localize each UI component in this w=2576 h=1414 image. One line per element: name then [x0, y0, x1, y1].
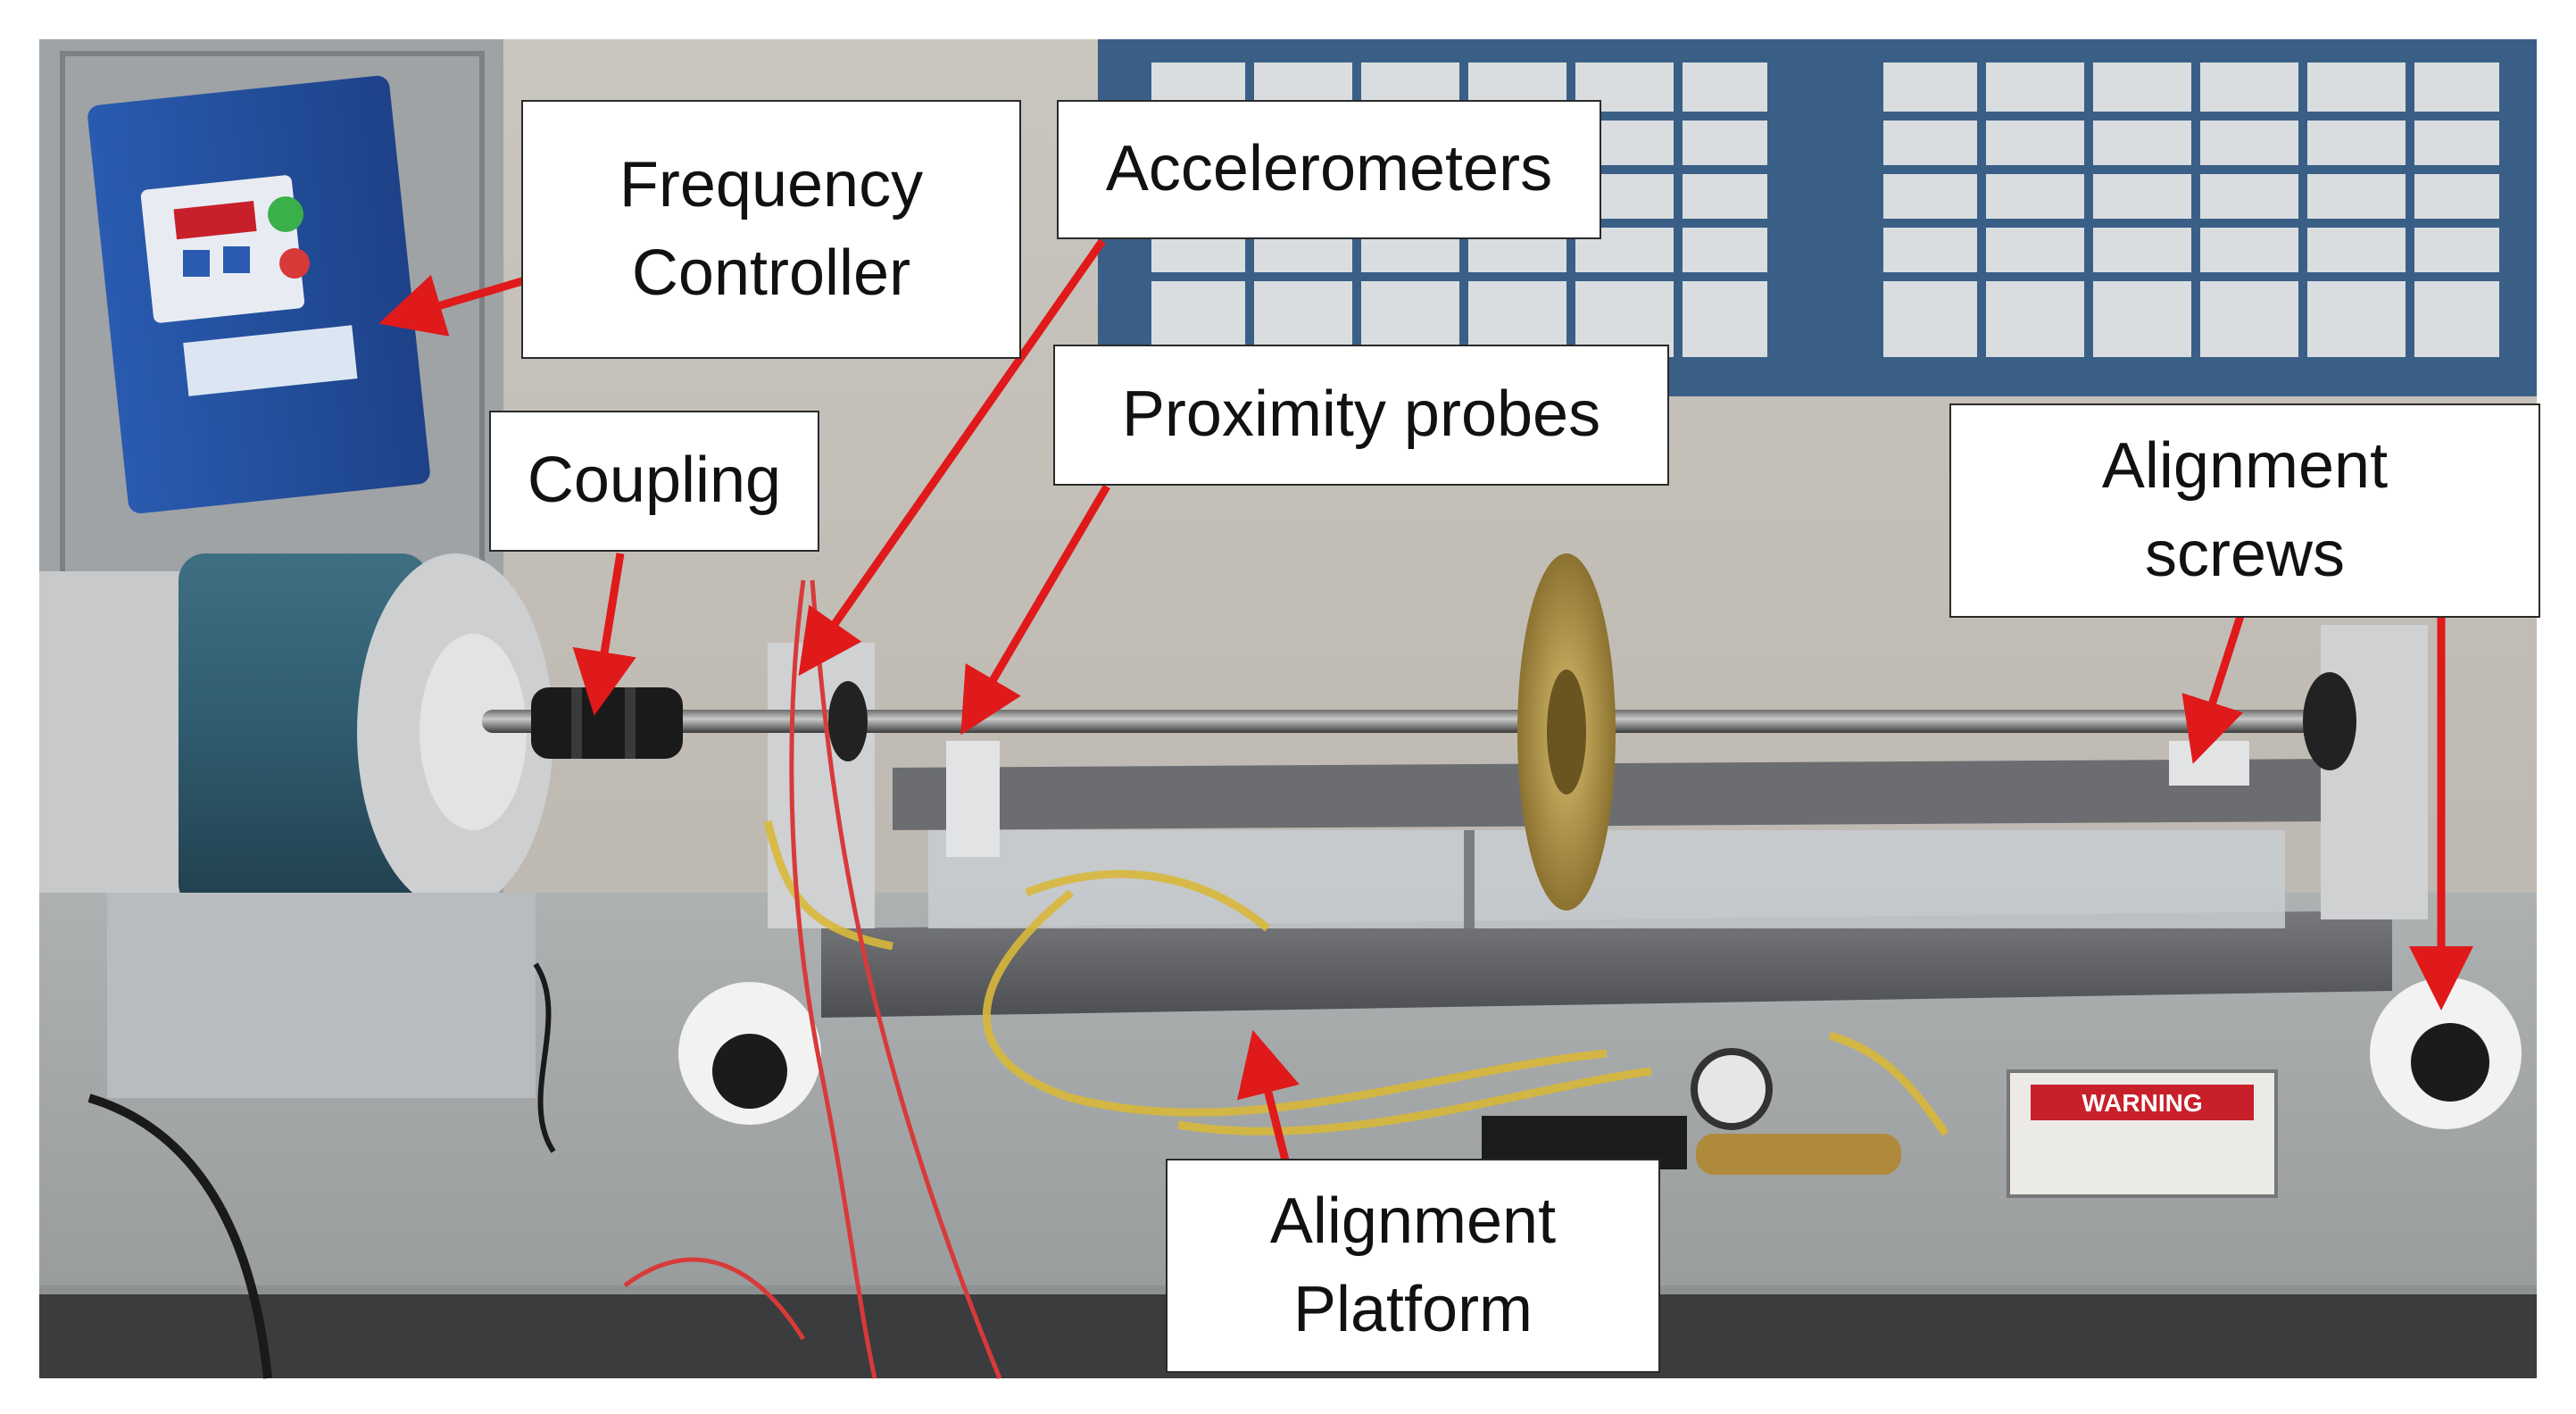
warning-plate-text: WARNING [2082, 1089, 2202, 1117]
label-proximity-probes: Proximity probes [1053, 345, 1669, 486]
window [1098, 39, 2537, 396]
annotation-arrows [378, 238, 2473, 1162]
label-accelerometers: Accelerometers [1057, 100, 1601, 239]
label-frequency-controller: Frequency Controller [521, 100, 1021, 359]
alignment-screw-knob-left [678, 982, 821, 1125]
arrow-alignment-platform [1236, 1029, 1300, 1162]
right-bearing-pedestal [2321, 625, 2428, 919]
arrow-accelerometers [798, 238, 1106, 677]
proximity-probe-mount [946, 741, 1000, 857]
sensor-cables [623, 579, 1002, 1379]
black-cable [87, 1094, 272, 1379]
arrow-proximity-probes [960, 484, 1110, 736]
label-alignment-platform: Alignment Platform [1166, 1159, 1660, 1373]
coupling-device [531, 687, 683, 759]
warning-plate: WARNING [2007, 1069, 2278, 1198]
motor [39, 553, 553, 1098]
right-probe-mount [2169, 741, 2249, 786]
arrow-alignment-screws-left [2181, 614, 2245, 764]
arrow-coupling [572, 553, 636, 716]
alignment-screw-knob-right [2370, 977, 2522, 1129]
shaft [482, 710, 2339, 733]
label-alignment-screws: Alignment screws [1949, 403, 2540, 618]
label-coupling: Coupling [489, 411, 819, 552]
pressure-gauge [1691, 1048, 1773, 1130]
frequency-controller-device [87, 75, 430, 514]
air-tubes [763, 819, 1949, 1136]
arrow-frequency-controller [378, 274, 524, 337]
